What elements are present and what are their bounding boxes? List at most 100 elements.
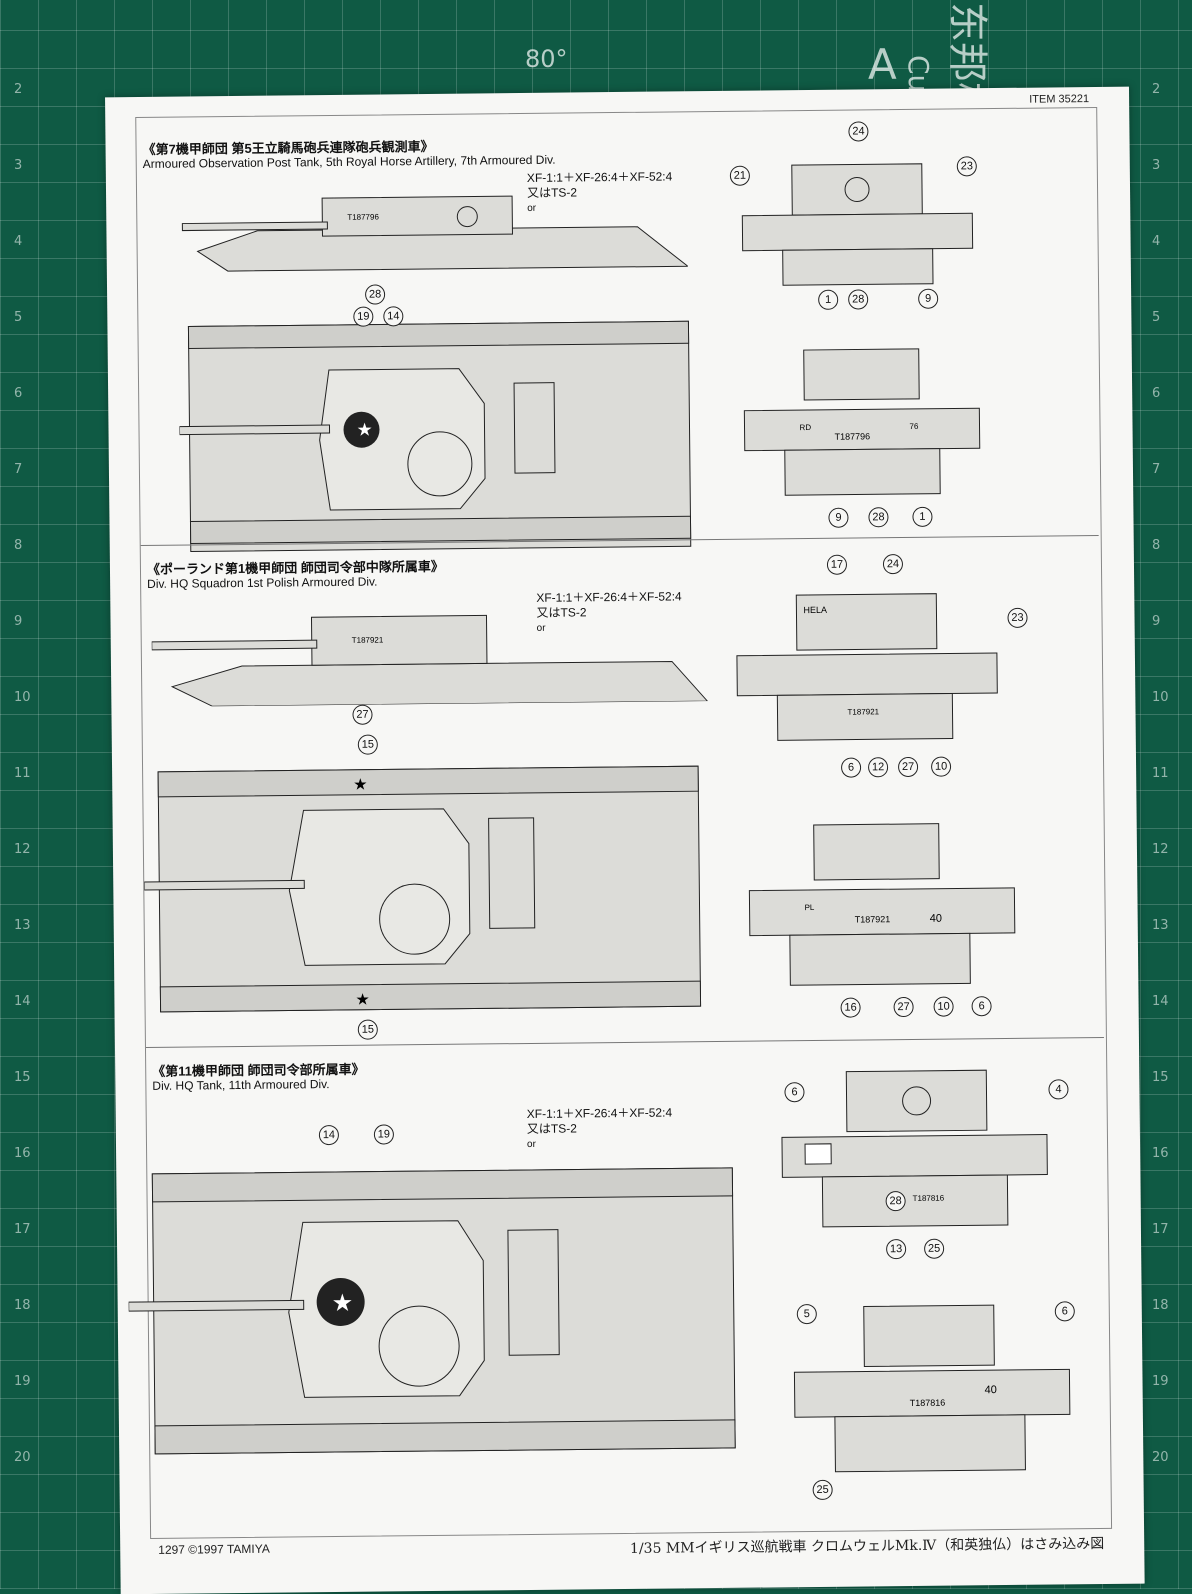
ruler-number: 5 [1152,310,1161,325]
ruler-number: 14 [14,994,31,1009]
ruler-number: 13 [14,918,31,933]
callout-17: 17 [826,554,848,575]
section-polish-armoured: 《ポーランド第1機甲師団 師団司令部中隊所属車》 Div. HQ Squadro… [141,537,1104,1047]
ruler-number: 14 [1152,994,1169,1009]
paint-mix: XF-1:1＋XF-26:4＋XF-52:4 [526,1105,673,1122]
callout-28: 28 [365,284,386,305]
svg-text:★: ★ [332,1290,354,1317]
callout-15: 15 [357,734,378,755]
front-serial: T187816 [913,1194,945,1203]
callout-12: 12 [867,757,889,778]
callout-10b: 10 [933,996,954,1017]
ruler-number: 7 [14,462,23,477]
serial-text: T187921 [352,635,384,644]
callout-19: 19 [353,306,374,327]
tank-rear-view: T187796 RD 76 [743,348,981,496]
mat-angle-label: 80° [525,45,568,73]
callout-15b: 15 [357,1019,378,1040]
ruler-number: 18 [14,1298,31,1313]
callout-14: 14 [383,306,404,327]
ruler-number: 11 [14,766,31,781]
tank-front-view: HELA T187921 [736,593,998,741]
ruler-number: 8 [1152,538,1161,553]
callout-25: 25 [924,1238,945,1259]
svg-text:★: ★ [353,777,368,794]
paint-mix: XF-1:1＋XF-26:4＋XF-52:4 [526,169,673,185]
rear-serial: T187796 [835,431,871,441]
ruler-number: 9 [14,614,23,629]
ruler-number: 12 [1152,842,1169,857]
callout-4: 4 [1048,1079,1069,1100]
callout-14: 14 [318,1124,340,1146]
callout-24: 24 [848,121,869,142]
callout-23: 23 [956,156,977,177]
paint-alt: 又はTS-2 [526,1121,577,1137]
ruler-number: 4 [14,234,23,249]
section-7th-armoured: 《第7機甲師団 第5王立騎馬砲兵連隊砲兵観測車》 Armoured Observ… [136,107,1098,552]
ruler-number: 2 [1152,82,1161,97]
mat-letter: A [868,40,897,89]
rear-mark-pl: PL [805,903,815,912]
rear-mark-76: 76 [909,422,919,431]
ruler-number: 15 [1152,1070,1169,1085]
rear-mark-rd: RD [799,423,811,432]
tank-top-view: ★ ★ [143,765,702,1013]
callout-9b: 9 [828,507,849,528]
ruler-number: 2 [14,82,23,97]
tank-side-view: T187921 [151,614,709,707]
callout-27b: 27 [897,756,919,778]
callout-28: 28 [885,1191,906,1212]
ruler-number: 3 [1152,158,1161,173]
section-11th-armoured: 《第11機甲師団 師団司令部所属車》 Div. HQ Tank, 11th Ar… [128,1039,1109,1529]
ruler-number: 3 [14,158,23,173]
ruler-number: 16 [14,1146,31,1161]
instruction-sheet: ITEM 35221 《第7機甲師団 第5王立騎馬砲兵連隊砲兵観測車》 Armo… [105,86,1145,1594]
callout-27c: 27 [893,996,914,1018]
ruler-number: 8 [14,538,23,553]
tank-front-view [741,163,974,286]
ruler-number: 17 [14,1222,31,1237]
section-title-en: Div. HQ Tank, 11th Armoured Div. [152,1077,330,1093]
ruler-number: 5 [14,310,23,325]
ruler-number: 7 [1152,462,1161,477]
front-serial: T187921 [847,707,879,716]
ruler-number: 11 [1152,766,1169,781]
ruler-number: 10 [1152,690,1169,705]
ruler-number: 19 [14,1374,31,1389]
tank-front-view: T187816 [781,1069,1048,1228]
callout-5: 5 [796,1303,817,1325]
tank-top-view: ★ [178,320,692,552]
callout-6b: 6 [1054,1301,1075,1322]
ruler-number: 6 [1152,386,1161,401]
item-number: ITEM 35221 [1029,93,1090,106]
ruler-number: 9 [1152,614,1161,629]
serial-text: T187796 [347,212,379,221]
ruler-number: 17 [1152,1222,1169,1237]
kit-title-footer: 1/35 MMイギリス巡航戦車 クロムウェルMk.Ⅳ（和英独仏）はさみ込み図 [629,1535,1105,1557]
rear-serial: T187816 [910,1398,946,1408]
callout-25b: 25 [812,1479,833,1501]
callout-23: 23 [1007,607,1028,628]
callout-1: 1 [818,289,839,310]
rear-serial: T187921 [855,914,891,924]
callout-1b: 1 [912,506,933,527]
svg-text:★: ★ [356,420,372,440]
section-title-jp: 《第11機甲師団 師団司令部所属車》 [152,1061,365,1079]
callout-21: 21 [729,165,750,186]
callout-6: 6 [840,757,862,778]
callout-16: 16 [840,997,861,1018]
ruler-number: 16 [1152,1146,1169,1161]
ruler-number: 18 [1152,1298,1169,1313]
ruler-number: 19 [1152,1374,1169,1389]
tank-rear-view: T187816 40 [793,1304,1071,1473]
callout-24: 24 [882,554,904,575]
paint-or: or [526,1138,536,1150]
callout-28b: 28 [848,289,869,310]
paint-spec: XF-1:1＋XF-26:4＋XF-52:4 又はTS-2 or [527,1105,673,1152]
ruler-number: 10 [14,690,31,705]
callout-13: 13 [886,1239,907,1260]
tank-side-view: T187796 [181,195,688,272]
tank-rear-view: T187921 PL 40 [748,823,1016,986]
callout-27: 27 [352,704,373,725]
callout-6b: 6 [971,996,992,1017]
